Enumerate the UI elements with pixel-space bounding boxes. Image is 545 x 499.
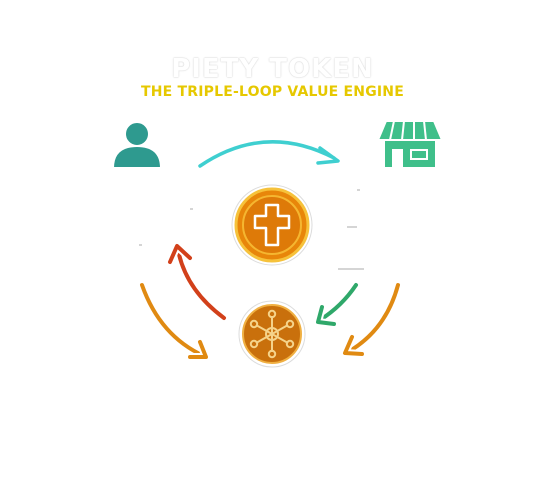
page-title: PIETY TOKEN — [171, 54, 374, 84]
network-hub-icon — [238, 300, 306, 368]
store-icon — [376, 120, 444, 169]
cross-coin-icon — [231, 184, 313, 266]
arrow-right-outer-loop — [341, 281, 402, 358]
arrow-store-to-hub — [314, 281, 360, 328]
user-icon — [111, 121, 163, 169]
page-subtitle: THE TRIPLE-LOOP VALUE ENGINE — [141, 84, 404, 100]
faint-marks — [139, 189, 364, 270]
arrow-left-outer-loop — [138, 281, 210, 361]
arrow-hub-to-user — [166, 242, 228, 322]
